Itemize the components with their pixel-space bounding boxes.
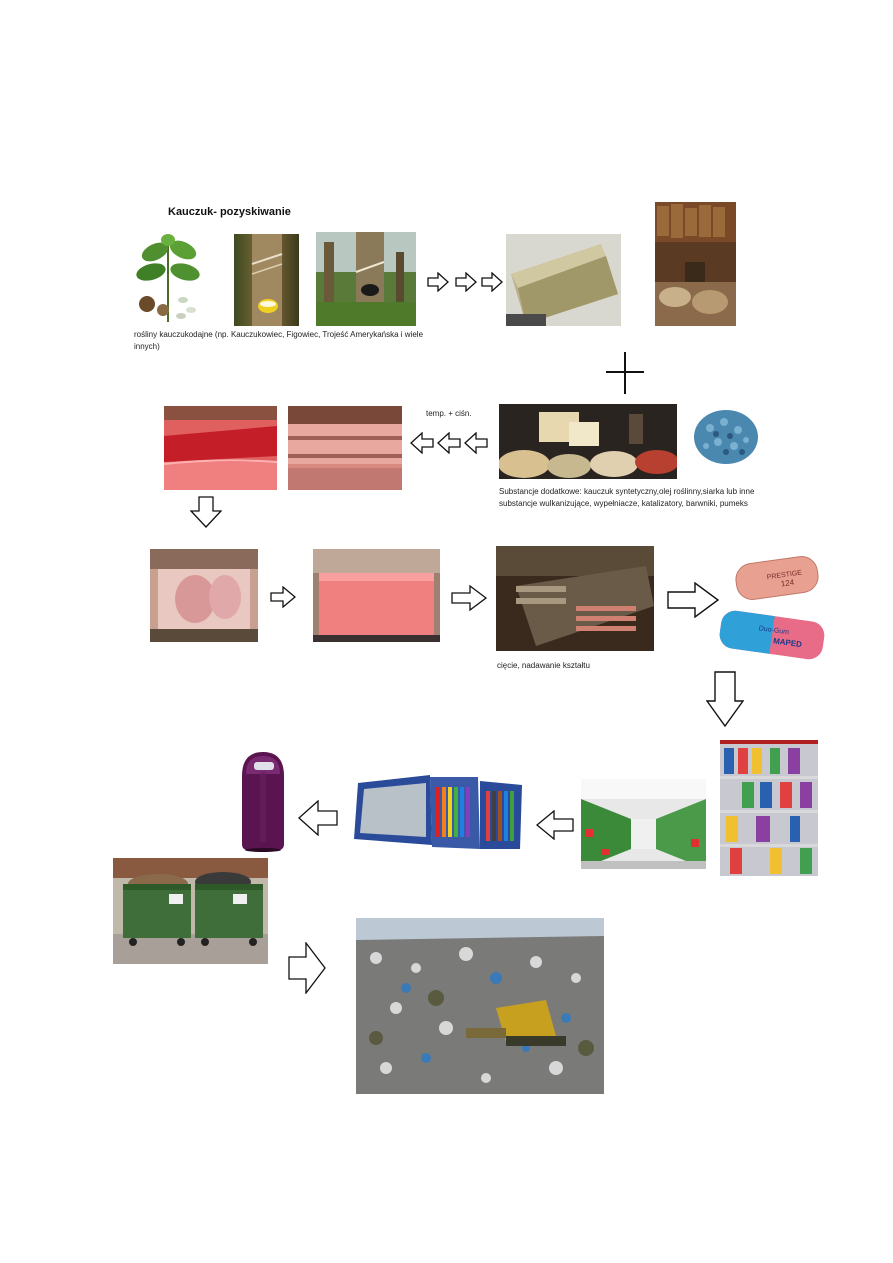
page-title: Kauczuk- pozyskiwanie [168,206,291,218]
pink-sheet-photo [313,549,440,642]
plant-illustration [133,232,203,324]
landfill-photo [356,918,604,1094]
plus-icon [606,352,644,394]
arrow-left-icon [298,800,338,836]
arrow-right-icon [451,585,487,611]
rubber-tapping-photo-2 [316,232,416,326]
eraser-brand-text: PRESTIGE [766,569,802,581]
additives-caption: Substancje dodatkowe: kauczuk syntetyczn… [499,487,755,508]
arrow-left-icon [437,432,461,454]
raw-rubber-sheet-photo [506,234,621,326]
additives-photo [499,404,677,479]
plants-caption: rośliny kauczukodajne (np. Kauczukowiec,… [134,330,424,351]
arrow-down-icon [190,496,222,528]
eraser-maped: Duo-Gum MAPED [716,610,828,660]
rubber-storage-photo [655,202,736,326]
arrow-left-icon [464,432,488,454]
leaf-icon [133,232,203,324]
arrow-right-icon [481,272,503,292]
arrow-right-icon [667,582,719,618]
arrow-right-icon [455,272,477,292]
green-containers-photo [113,858,268,964]
arrow-right-icon [288,942,326,994]
stationery-shop-photo [720,740,818,876]
arrow-left-icon [536,810,574,840]
arrow-right-icon [427,272,449,292]
cutting-machine-photo [496,546,654,651]
pencil-case-photo [350,773,525,853]
eraser-logo-text: MAPED [773,636,803,649]
purple-trash-bin [236,748,290,852]
tree-icon [234,234,299,326]
arrow-left-icon [410,432,434,454]
supermarket-photo [581,779,706,869]
eraser-brand2-text: Duo-Gum [758,625,789,636]
rubber-rolling-photo [288,406,402,490]
rubber-kneading-photo [150,549,258,642]
arrow-right-icon [270,586,296,608]
blue-granules-photo [690,406,762,468]
temp-pressure-label: temp. + ciśn. [426,409,472,418]
eraser-prestige: PRESTIGE 124 [732,556,822,600]
rubber-tapping-photo-1 [234,234,299,326]
trash-bin-icon [242,752,284,852]
red-rubber-mixing-photo [164,406,277,490]
arrow-down-icon [706,671,744,727]
cutting-caption: cięcie, nadawanie kształtu [497,661,590,670]
eraser-number-text: 124 [780,578,795,589]
